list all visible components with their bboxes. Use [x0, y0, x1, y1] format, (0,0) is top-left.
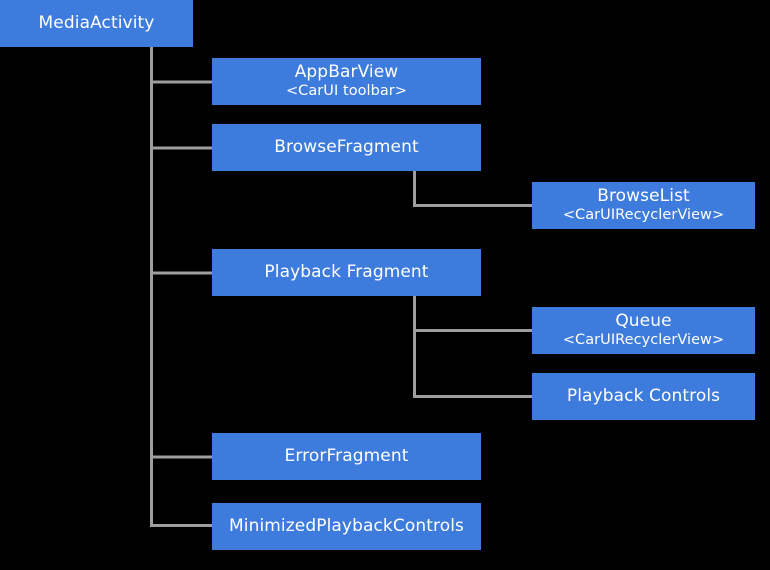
- node-title: Playback Controls: [566, 385, 721, 406]
- node-title: BrowseList: [597, 186, 690, 207]
- node-title: MediaActivity: [38, 12, 155, 33]
- node-title: Queue: [615, 311, 672, 332]
- connector-edge-playback-to-controls: [413, 330, 532, 398]
- node-title: MinimizedPlaybackControls: [228, 515, 464, 536]
- node-media-activity[interactable]: MediaActivity: [0, 0, 193, 47]
- node-subtitle: <CarUIRecyclerView>: [562, 332, 725, 349]
- node-subtitle: <CarUIRecyclerView>: [562, 207, 725, 224]
- node-playback-fragment[interactable]: Playback Fragment: [212, 249, 481, 296]
- node-minimized-playback-controls[interactable]: MinimizedPlaybackControls: [212, 503, 481, 550]
- node-title: ErrorFragment: [284, 445, 409, 466]
- node-subtitle: <CarUI toolbar>: [285, 83, 408, 100]
- node-title: Playback Fragment: [264, 261, 429, 282]
- connector-edge-playback-to-queue: [413, 296, 532, 332]
- node-browse-fragment[interactable]: BrowseFragment: [212, 124, 481, 171]
- node-error-fragment[interactable]: ErrorFragment: [212, 433, 481, 480]
- node-app-bar-view[interactable]: AppBarView <CarUI toolbar>: [212, 58, 481, 105]
- node-queue[interactable]: Queue <CarUIRecyclerView>: [532, 307, 755, 354]
- connector-edge-browse-to-list: [413, 171, 532, 207]
- node-playback-controls[interactable]: Playback Controls: [532, 373, 755, 420]
- node-title: AppBarView: [294, 62, 399, 83]
- node-title: BrowseFragment: [274, 136, 419, 157]
- node-browse-list[interactable]: BrowseList <CarUIRecyclerView>: [532, 182, 755, 229]
